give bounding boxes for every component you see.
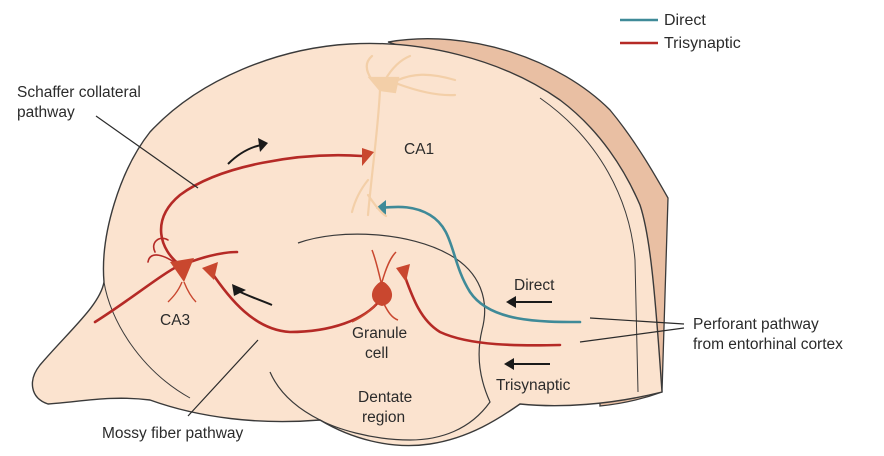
dentate-label-line2: region: [362, 409, 405, 426]
granule-label-line1: Granule: [352, 325, 407, 342]
direct-arrow-label: Direct: [514, 277, 555, 294]
perforant-label-line2: from entorhinal cortex: [693, 336, 843, 353]
ca1-label: CA1: [404, 141, 434, 158]
schaffer-label-line1: Schaffer collateral: [17, 84, 141, 101]
mossy-label: Mossy fiber pathway: [102, 425, 244, 442]
granule-label-line2: cell: [365, 345, 388, 362]
legend-trisynaptic-label: Trisynaptic: [664, 35, 741, 52]
legend-direct-label: Direct: [664, 12, 706, 29]
dentate-label-line1: Dentate: [358, 389, 412, 406]
perforant-label-line1: Perforant pathway: [693, 316, 819, 333]
ca3-label: CA3: [160, 312, 190, 329]
trisynaptic-arrow-label: Trisynaptic: [496, 377, 571, 394]
schaffer-label-line2: pathway: [17, 104, 75, 121]
legend: Direct Trisynaptic: [620, 12, 741, 52]
